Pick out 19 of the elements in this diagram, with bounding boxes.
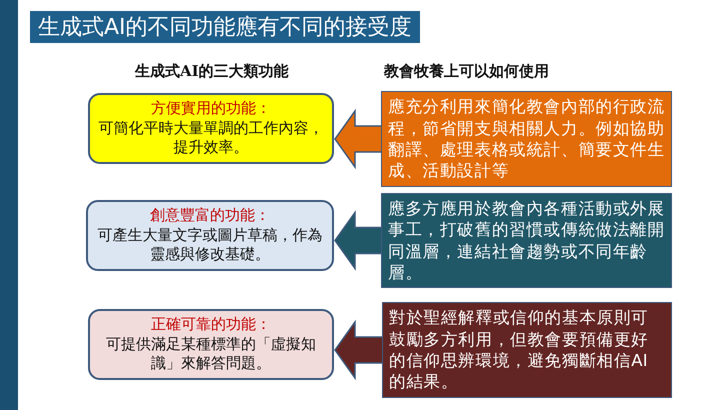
column-heading: 教會牧養上可以如何使用	[384, 62, 549, 81]
function-box	[88, 309, 334, 380]
function-description: 可產生大量文字或圖片草稿，作為靈感與修改基礎。	[96, 226, 324, 265]
function-description: 可簡化平時大量單調的工作內容，提升效率。	[98, 118, 324, 158]
usage-text: 應多方應用於教會內各種活動或外展事工，打破舊的習慣或傳統做法離開同溫層，連結社會趨勢或不同年齡層。	[388, 198, 665, 284]
usage-text: 應充分利用來簡化教會內部的行政流程，節省開支與相關人力。例如協助翻譯、處理表格或統計、簡要文件生成、活動設計等	[388, 96, 665, 182]
block-arrow	[334, 320, 384, 380]
block-arrow	[334, 210, 383, 271]
column-heading: 生成式AI的三大類功能	[135, 62, 289, 81]
title-banner: 生成式AI的不同功能應有不同的接受度	[30, 11, 420, 43]
function-heading: 正確可靠的功能：	[151, 315, 271, 335]
function-heading: 方便實用的功能：	[151, 99, 271, 119]
function-heading: 創意豐富的功能：	[150, 206, 270, 226]
function-box	[86, 200, 334, 271]
usage-callout-box	[382, 302, 672, 398]
usage-text: 對於聖經解釋或信仰的基本原則可鼓勵多方利用，但教會要預備更好的信仰思辨環境，避免獨斷相信AI的結果。	[389, 307, 650, 393]
block-arrow	[334, 108, 383, 170]
function-description: 可提供滿足某種標準的「虛擬知識」來解答問題。	[105, 334, 317, 374]
function-box	[88, 93, 334, 164]
